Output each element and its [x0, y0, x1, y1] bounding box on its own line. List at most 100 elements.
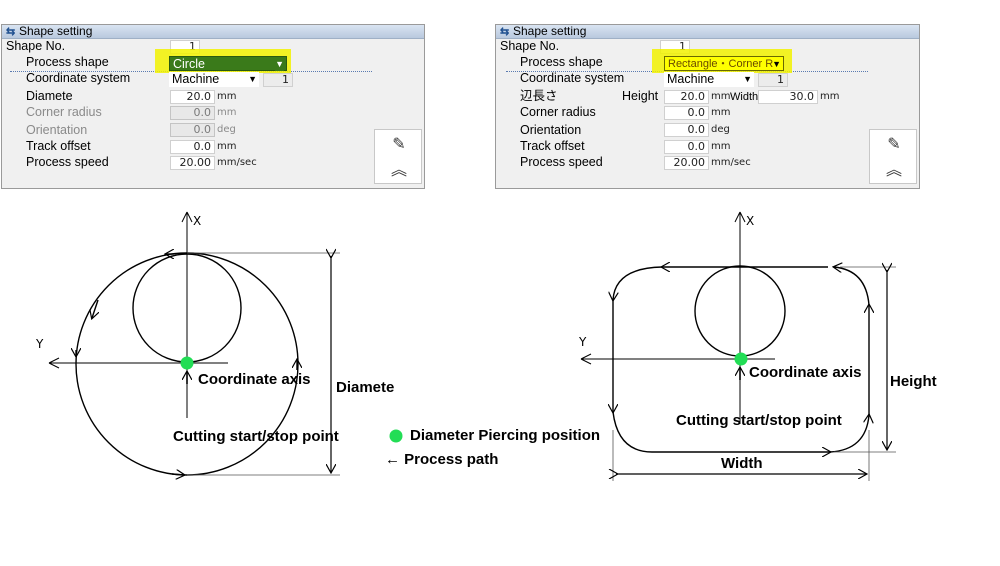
path-direction-arrow — [171, 474, 184, 475]
left-coordinate-axis-caption: Coordinate axis — [198, 371, 311, 388]
diamete-field[interactable]: 20.0 — [170, 90, 215, 104]
title-bar-icon: ⇆ — [6, 26, 16, 38]
coordinate-system-label: Coordinate system — [26, 71, 131, 85]
piercing-position-dot — [180, 356, 194, 370]
panel-button-box: ✎ ︽ — [374, 129, 422, 184]
width-unit: mm — [820, 91, 840, 102]
width-caption: Width — [721, 455, 763, 472]
path-corner-bottom-left — [612, 411, 653, 453]
left-y-axis-label: Y — [36, 337, 44, 351]
piercing-position-dot — [734, 352, 748, 366]
left-cut-point-caption: Cutting start/stop point — [173, 428, 339, 445]
edit-icon[interactable]: ✎ — [887, 136, 901, 153]
coordinate-index-field[interactable]: 1 — [758, 73, 788, 87]
process-shape-label: Process shape — [520, 55, 603, 69]
track-offset-unit: mm — [711, 141, 731, 152]
side-length-label: 辺長さ — [520, 89, 558, 103]
height-field[interactable]: 20.0 — [664, 90, 709, 104]
coordinate-index-field[interactable]: 1 — [263, 73, 293, 87]
orientation-unit: deg — [711, 124, 730, 135]
edit-icon[interactable]: ✎ — [392, 136, 406, 153]
height-unit: mm — [711, 91, 731, 102]
panel-button-box: ✎ ︽ — [869, 129, 917, 184]
diamete-label: Diamete — [26, 89, 73, 103]
right-x-axis-label: X — [746, 214, 755, 228]
track-offset-field[interactable]: 0.0 — [170, 140, 215, 154]
left-x-axis-label: X — [193, 214, 202, 228]
coordinate-system-value: Machine — [667, 72, 715, 86]
corner-radius-unit: mm — [711, 107, 731, 118]
coordinate-system-select[interactable]: Machine ▼ — [169, 72, 259, 87]
x-axis-arrowhead — [181, 211, 188, 223]
right-cut-point-caption: Cutting start/stop point — [676, 412, 842, 429]
dropdown-arrow-icon: ▼ — [248, 74, 257, 84]
process-shape-value: Rectangle・Corner R — [668, 58, 774, 70]
shape-no-label: Shape No. — [500, 39, 560, 53]
x-axis-arrowhead — [739, 211, 746, 223]
coordinate-system-select[interactable]: Machine ▼ — [664, 72, 754, 87]
height-caption: Height — [890, 373, 937, 390]
path-direction-arrow — [92, 299, 98, 318]
coordinate-system-value: Machine — [172, 72, 220, 86]
track-offset-field[interactable]: 0.0 — [664, 140, 709, 154]
corner-radius-label: Corner radius — [520, 105, 596, 119]
process-shape-select[interactable]: Circle ▼ — [169, 56, 287, 71]
corner-radius-field[interactable]: 0.0 — [664, 106, 709, 120]
legend-piercing-dot — [389, 429, 403, 443]
corner-radius-unit: mm — [217, 107, 237, 118]
process-speed-unit: mm/sec — [711, 157, 751, 168]
double-chevron-up-icon[interactable]: ︽ — [885, 162, 902, 179]
y-axis-arrowhead — [48, 362, 60, 369]
dropdown-arrow-icon: ▼ — [743, 74, 752, 84]
orientation-field[interactable]: 0.0 — [664, 123, 709, 137]
process-speed-field[interactable]: 20.00 — [170, 156, 215, 170]
x-axis-arrowhead — [186, 211, 193, 223]
y-axis-arrowhead — [580, 353, 592, 360]
process-speed-label: Process speed — [26, 155, 109, 169]
rectangle-diagram — [580, 211, 896, 481]
process-speed-label: Process speed — [520, 155, 603, 169]
title-bar-icon: ⇆ — [500, 26, 510, 38]
legend-piercing-label: Diameter Piercing position — [410, 427, 601, 444]
right-coordinate-axis-caption: Coordinate axis — [749, 364, 862, 381]
y-axis-arrowhead — [580, 358, 592, 365]
orientation-field: 0.0 — [170, 123, 215, 137]
orientation-label: Orientation — [520, 123, 582, 137]
panel-title-bar: ⇆Shape setting — [496, 25, 919, 39]
dropdown-arrow-icon: ▼ — [772, 59, 781, 69]
width-field[interactable]: 30.0 — [758, 90, 818, 104]
x-axis-arrowhead — [734, 211, 741, 223]
process-shape-label: Process shape — [26, 55, 109, 69]
shape-setting-panel-rectangle: ⇆Shape setting Shape No. 1 Process shape… — [495, 24, 920, 189]
shape-no-label: Shape No. — [6, 39, 66, 53]
orientation-unit: deg — [217, 124, 236, 135]
width-label: Width — [730, 91, 759, 103]
circle-diagram — [48, 211, 340, 475]
process-shape-select[interactable]: Rectangle・Corner R ▼ — [664, 56, 784, 71]
track-offset-unit: mm — [217, 141, 237, 152]
path-corner-top-left — [613, 266, 663, 300]
shape-setting-panel-circle: ⇆Shape setting Shape No. 1 Process shape… — [1, 24, 425, 189]
process-shape-value: Circle — [173, 57, 205, 71]
process-speed-field[interactable]: 20.00 — [664, 156, 709, 170]
corner-radius-field: 0.0 — [170, 106, 215, 120]
panel-title-bar: ⇆Shape setting — [2, 25, 424, 39]
path-corner-bottom-right — [829, 415, 869, 453]
height-label: Height — [622, 89, 659, 103]
path-corner-top-right — [834, 267, 870, 306]
dropdown-arrow-icon: ▼ — [275, 57, 284, 71]
corner-radius-label: Corner radius — [26, 105, 102, 119]
double-chevron-up-icon[interactable]: ︽ — [390, 162, 407, 179]
orientation-label: Orientation — [26, 123, 88, 137]
diamete-caption: Diamete — [336, 379, 395, 396]
legend-process-path-label: ← Process path — [385, 451, 499, 468]
track-offset-label: Track offset — [26, 139, 91, 153]
coordinate-system-label: Coordinate system — [520, 71, 625, 85]
panel-title: Shape setting — [513, 24, 587, 38]
diamete-unit: mm — [217, 91, 237, 102]
panel-title: Shape setting — [19, 24, 93, 38]
process-speed-unit: mm/sec — [217, 157, 257, 168]
track-offset-label: Track offset — [520, 139, 585, 153]
y-axis-arrowhead — [48, 357, 60, 364]
